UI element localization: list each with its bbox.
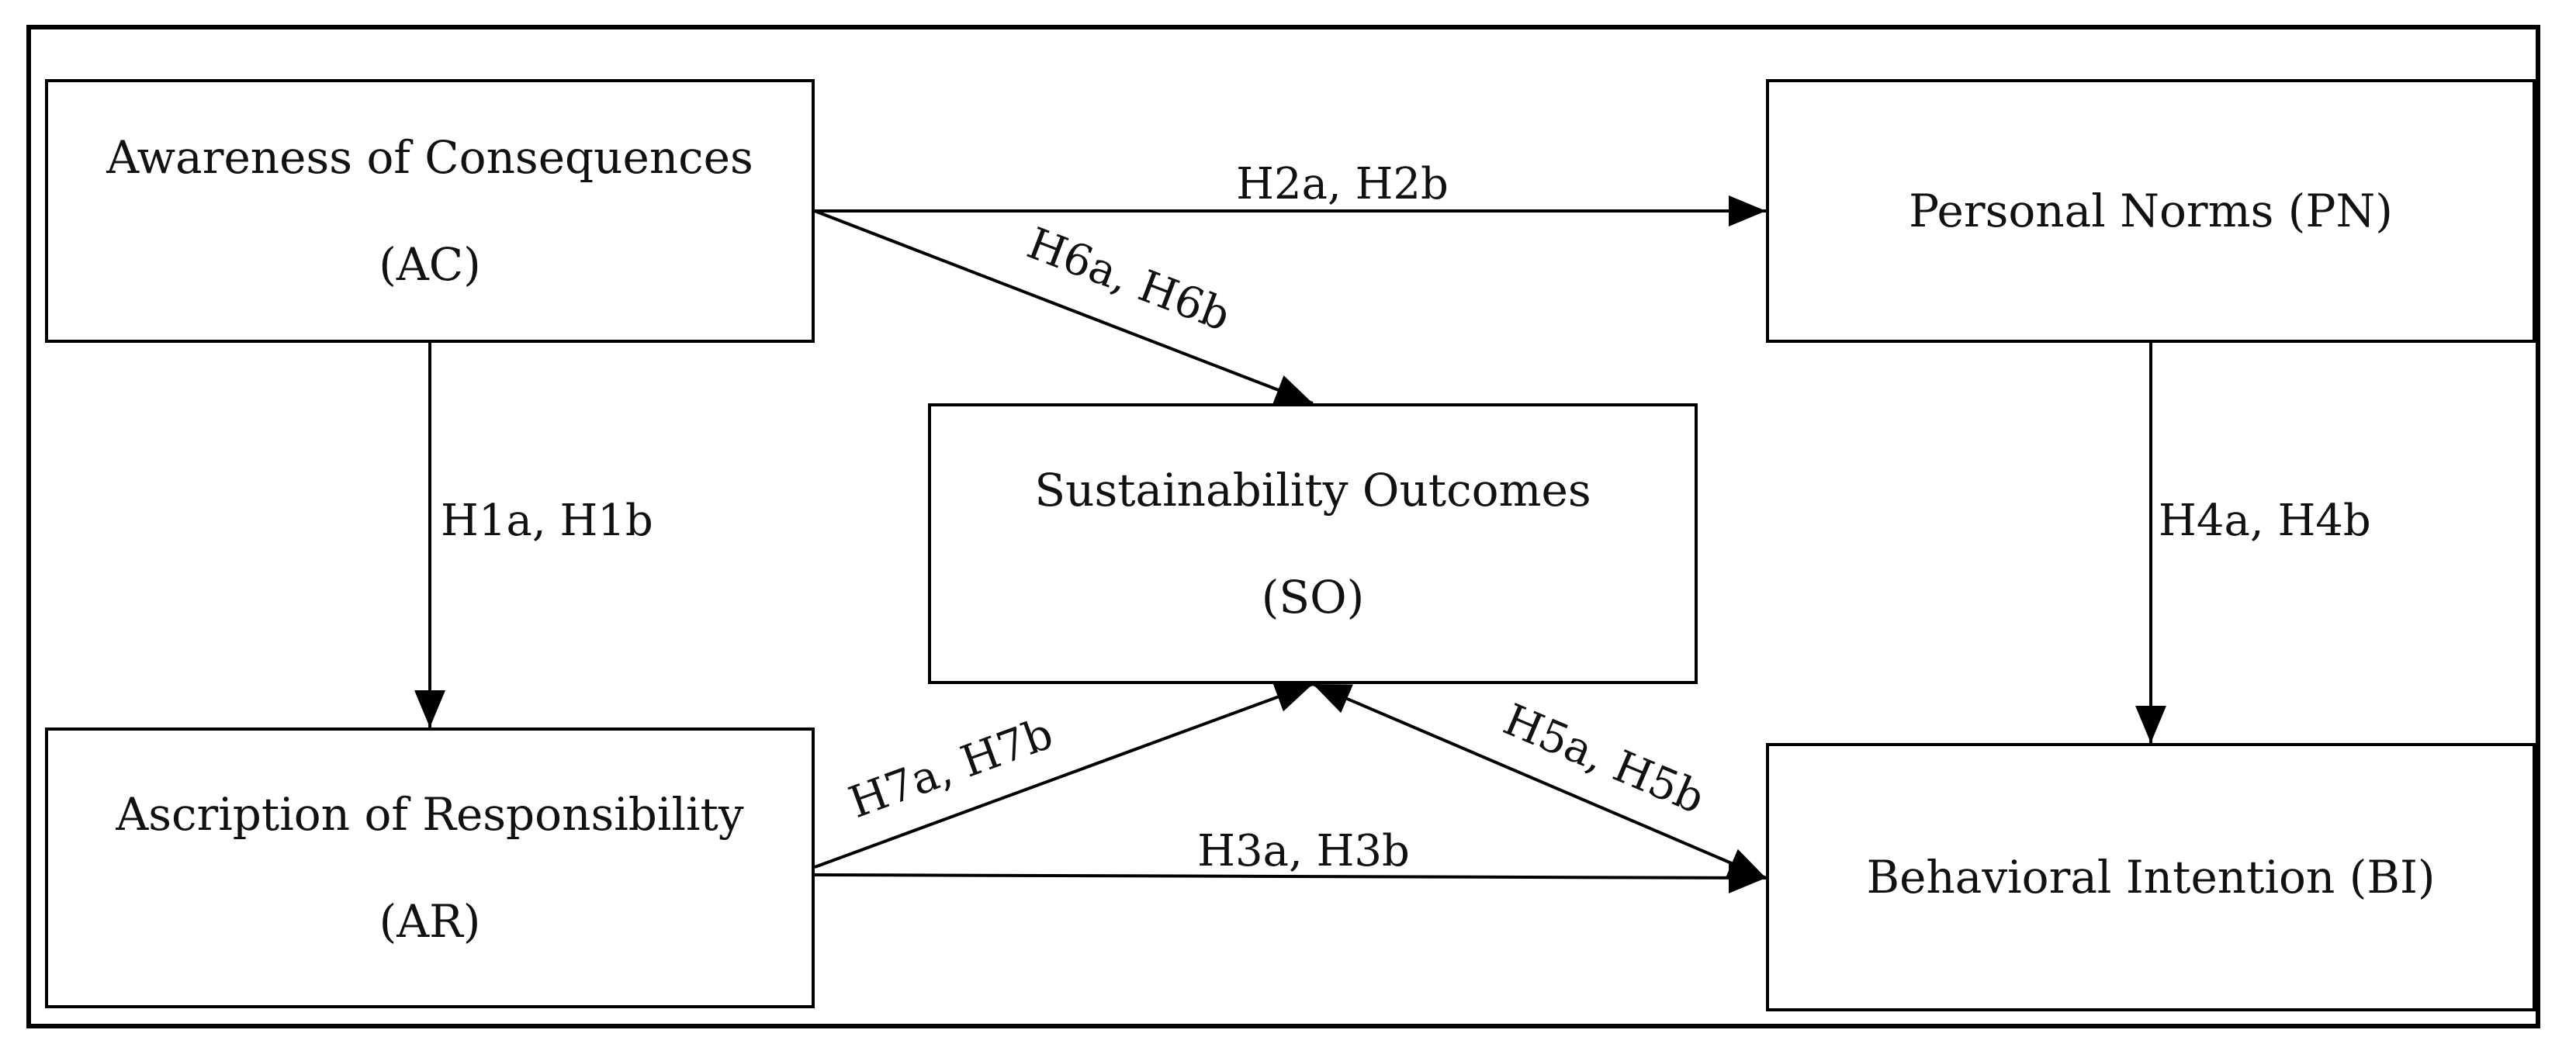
node-behavioral-intention: Behavioral Intention (BI)	[1766, 743, 2536, 1011]
edge-label-h7: H7a, H7b	[843, 708, 1059, 828]
node-so-title: Sustainability Outcomes	[1034, 464, 1591, 517]
node-ac-abbrev: (AC)	[379, 238, 481, 291]
edge-label-h2: H2a, H2b	[1236, 159, 1449, 209]
edge-so-bi	[1312, 683, 1767, 880]
node-bi-title: Behavioral Intention (BI)	[1866, 851, 2436, 904]
node-pn-title: Personal Norms (PN)	[1909, 185, 2393, 237]
node-ar-title: Ascription of Responsibility	[116, 788, 744, 841]
edge-label-h3: H3a, H3b	[1197, 826, 1410, 876]
edge-label-h1: H1a, H1b	[441, 496, 653, 546]
edge-label-h5: H5a, H5b	[1497, 695, 1712, 824]
node-ac-title: Awareness of Consequences	[106, 131, 753, 184]
node-awareness-of-consequences: Awareness of Consequences (AC)	[45, 79, 815, 343]
node-ascription-of-responsibility: Ascription of Responsibility (AR)	[45, 727, 815, 1008]
node-sustainability-outcomes: Sustainability Outcomes (SO)	[928, 403, 1698, 684]
edge-ar-so	[814, 682, 1314, 869]
node-ar-abbrev: (AR)	[379, 895, 481, 948]
diagram-frame	[26, 25, 2540, 1028]
edge-ac-so	[814, 209, 1314, 405]
node-so-abbrev: (SO)	[1261, 571, 1365, 624]
edge-label-h6: H6a, H6b	[1020, 218, 1237, 341]
edge-label-h4: H4a, H4b	[2159, 496, 2371, 546]
node-personal-norms: Personal Norms (PN)	[1766, 79, 2536, 343]
